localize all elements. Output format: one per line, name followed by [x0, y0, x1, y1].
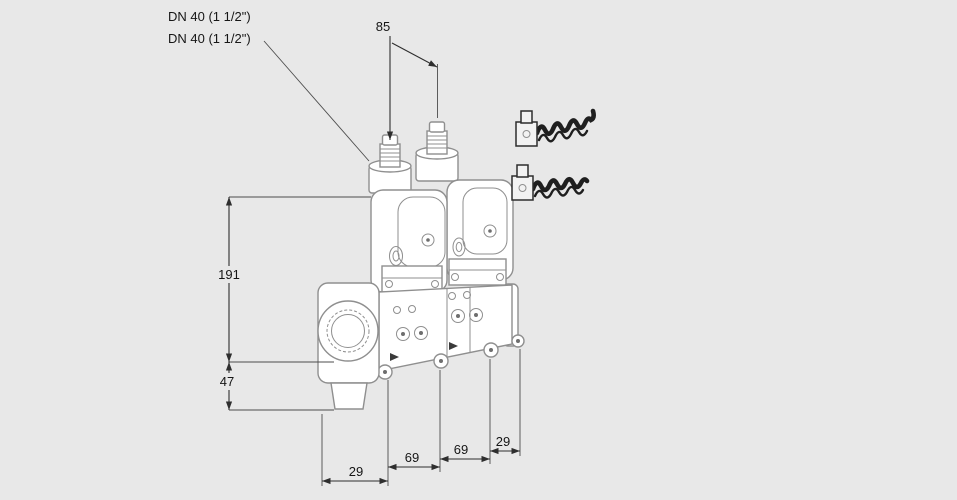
flow-arrow-left	[390, 353, 399, 361]
actuator-screw-dot	[488, 229, 492, 233]
dimension-label-bg	[214, 266, 244, 283]
actuator-sight-oval	[452, 237, 466, 257]
dimension-value: 191	[218, 267, 240, 282]
plug-body-bottom	[511, 175, 534, 201]
dimension-arrow-right	[391, 42, 438, 68]
cable-connector-bottom	[511, 164, 590, 201]
actuator-face	[462, 187, 508, 255]
dn-labels: DN 40 (1 1/2") DN 40 (1 1/2")	[168, 9, 370, 162]
solenoid-coil-left	[368, 134, 412, 194]
cable-top-strand	[537, 127, 589, 143]
cable-top	[534, 108, 596, 137]
valve-bonnet-left	[381, 265, 443, 293]
dimension-85: 85	[376, 19, 438, 140]
plug-screw-top	[522, 130, 531, 138]
dimension-69-right: 69	[440, 359, 491, 464]
dimension-29-left: 29	[321, 380, 389, 486]
coil-fitting	[379, 143, 401, 168]
dn-leader-line	[263, 40, 370, 162]
dimension-value: 69	[454, 442, 468, 457]
dimension-value: 69	[405, 450, 419, 465]
cable-bottom-strand	[533, 185, 585, 199]
dimension-29-right: 29	[490, 349, 521, 456]
plug-gland-top	[520, 110, 533, 124]
dimension-value: 47	[220, 374, 234, 389]
dn-label-bottom: DN 40 (1 1/2")	[168, 31, 251, 46]
dimension-label-bg	[213, 373, 241, 390]
flange-foot	[330, 382, 368, 410]
dn-label-top: DN 40 (1 1/2")	[168, 9, 251, 24]
bonnet-plate	[381, 265, 443, 293]
flow-arrow-right	[449, 342, 458, 350]
pipe-bore-inner	[331, 314, 365, 348]
cable-connector-top	[515, 108, 596, 147]
body-bolts	[377, 334, 525, 380]
coil-fitting	[426, 130, 448, 155]
actuator-screw-dot	[426, 238, 430, 242]
actuator-screw	[483, 224, 497, 238]
actuator-screw	[421, 233, 435, 247]
coil-cap	[428, 121, 446, 133]
actuator-sight-oval-inner	[455, 241, 463, 253]
thread-hatch-left	[380, 148, 400, 162]
thread-hatch-right	[427, 135, 447, 149]
valve-body	[377, 283, 525, 380]
plug-gland-bottom	[516, 164, 529, 178]
dimension-47: 47	[213, 362, 334, 411]
body-pressure-taps	[393, 291, 483, 341]
body-section-lines	[446, 287, 471, 358]
solenoid-coil-right	[415, 121, 459, 182]
dimension-69-left: 69	[388, 370, 441, 472]
actuator-sight-oval-inner	[392, 250, 400, 262]
inlet-flange	[317, 282, 380, 410]
pipe-bore-thread	[326, 309, 370, 353]
plug-screw-bottom	[518, 184, 527, 192]
dimension-value: 85	[376, 19, 390, 34]
dimension-value: 29	[496, 434, 510, 449]
cable-bottom	[530, 176, 590, 193]
dimension-value: 29	[349, 464, 363, 479]
dimension-191: 191	[214, 196, 371, 363]
bonnet-plate	[448, 258, 507, 286]
valve-bonnet-right	[448, 258, 507, 286]
plug-body-top	[515, 121, 538, 147]
